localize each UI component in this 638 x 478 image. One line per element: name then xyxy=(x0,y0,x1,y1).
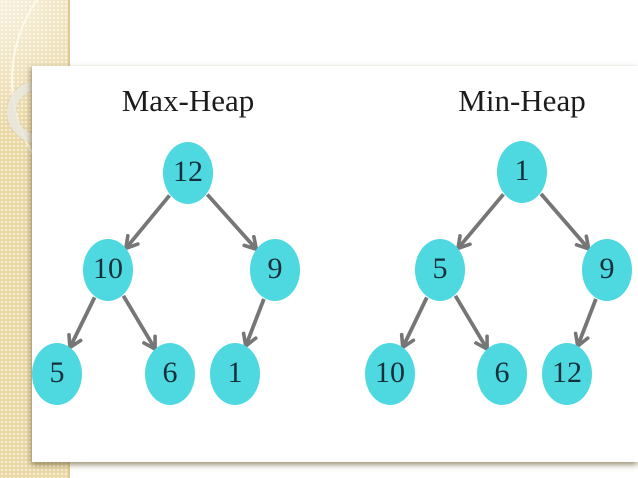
max-heap-title: Max-Heap xyxy=(121,83,255,118)
min-heap-title: Min-Heap xyxy=(458,83,586,118)
heap-node-max-heap-12: 12 xyxy=(163,142,213,204)
heap-node-value: 9 xyxy=(267,252,283,285)
heap-node-value: 12 xyxy=(173,155,203,188)
heap-node-max-heap-10: 10 xyxy=(83,239,133,301)
heap-node-max-heap-9: 9 xyxy=(250,239,300,301)
heap-node-value: 1 xyxy=(514,154,530,187)
heap-node-max-heap-5: 5 xyxy=(32,343,82,405)
heap-node-value: 10 xyxy=(375,356,405,389)
slide-panel xyxy=(32,66,638,462)
heap-node-min-heap-1: 1 xyxy=(497,141,547,203)
heap-node-value: 6 xyxy=(494,356,510,389)
heap-node-min-heap-12: 12 xyxy=(542,343,592,405)
heap-node-min-heap-10: 10 xyxy=(365,343,415,405)
heap-node-value: 1 xyxy=(227,356,243,389)
heap-node-min-heap-6: 6 xyxy=(477,343,527,405)
heap-node-value: 5 xyxy=(432,252,448,285)
heap-node-max-heap-1: 1 xyxy=(210,343,260,405)
heap-node-value: 6 xyxy=(162,356,178,389)
heap-node-value: 9 xyxy=(599,252,615,285)
heap-node-max-heap-6: 6 xyxy=(145,343,195,405)
heap-node-value: 12 xyxy=(552,356,582,389)
heap-node-value: 5 xyxy=(49,356,65,389)
heap-node-min-heap-9: 9 xyxy=(582,239,632,301)
heap-node-min-heap-5: 5 xyxy=(415,239,465,301)
heap-node-value: 10 xyxy=(93,252,123,285)
